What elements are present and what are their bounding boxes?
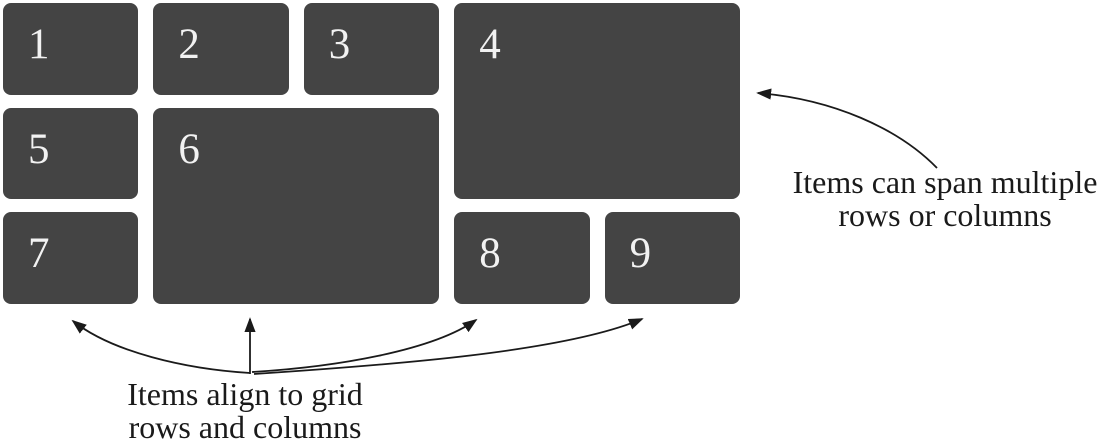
grid-item-7: 7 bbox=[3, 212, 139, 304]
grid-item-number: 9 bbox=[629, 230, 652, 278]
annotation-span-line2: rows or columns bbox=[838, 197, 1052, 234]
annotation-span-text: Items can span multiple rows or columns bbox=[775, 164, 1100, 234]
arrow-align-annotation-to-item7 bbox=[71, 319, 251, 374]
grid-container: 1 2 3 4 5 6 7 8 9 bbox=[3, 3, 740, 304]
grid-item-number: 2 bbox=[178, 21, 200, 68]
arrow-align-annotation-to-item9 bbox=[253, 318, 644, 375]
grid-item-9: 9 bbox=[604, 212, 740, 304]
grid-item-number: 4 bbox=[479, 21, 501, 68]
grid-item-5: 5 bbox=[3, 107, 139, 200]
grid-item-number: 1 bbox=[28, 21, 50, 68]
annotation-align-line2: rows and columns bbox=[128, 409, 362, 441]
grid-item-number: 5 bbox=[28, 125, 50, 173]
grid-item-6: 6 bbox=[153, 107, 440, 304]
grid-item-number: 3 bbox=[328, 21, 351, 68]
grid-item-8: 8 bbox=[454, 212, 590, 304]
grid-item-1: 1 bbox=[3, 3, 139, 95]
arrow-align-annotation-to-item8 bbox=[251, 318, 478, 373]
annotation-align-text: Items align to grid rows and columns bbox=[95, 376, 395, 441]
grid-item-number: 6 bbox=[178, 125, 200, 173]
annotation-align-line1: Items align to grid bbox=[127, 376, 363, 412]
grid-item-3: 3 bbox=[303, 3, 440, 95]
grid-item-4: 4 bbox=[454, 3, 740, 200]
grid-item-number: 7 bbox=[28, 230, 50, 278]
grid-item-2: 2 bbox=[153, 3, 289, 95]
arrow-span-annotation-to-item4 bbox=[756, 88, 938, 169]
annotation-span-line1: Items can span multiple bbox=[792, 164, 1098, 200]
grid-item-number: 8 bbox=[479, 230, 501, 278]
